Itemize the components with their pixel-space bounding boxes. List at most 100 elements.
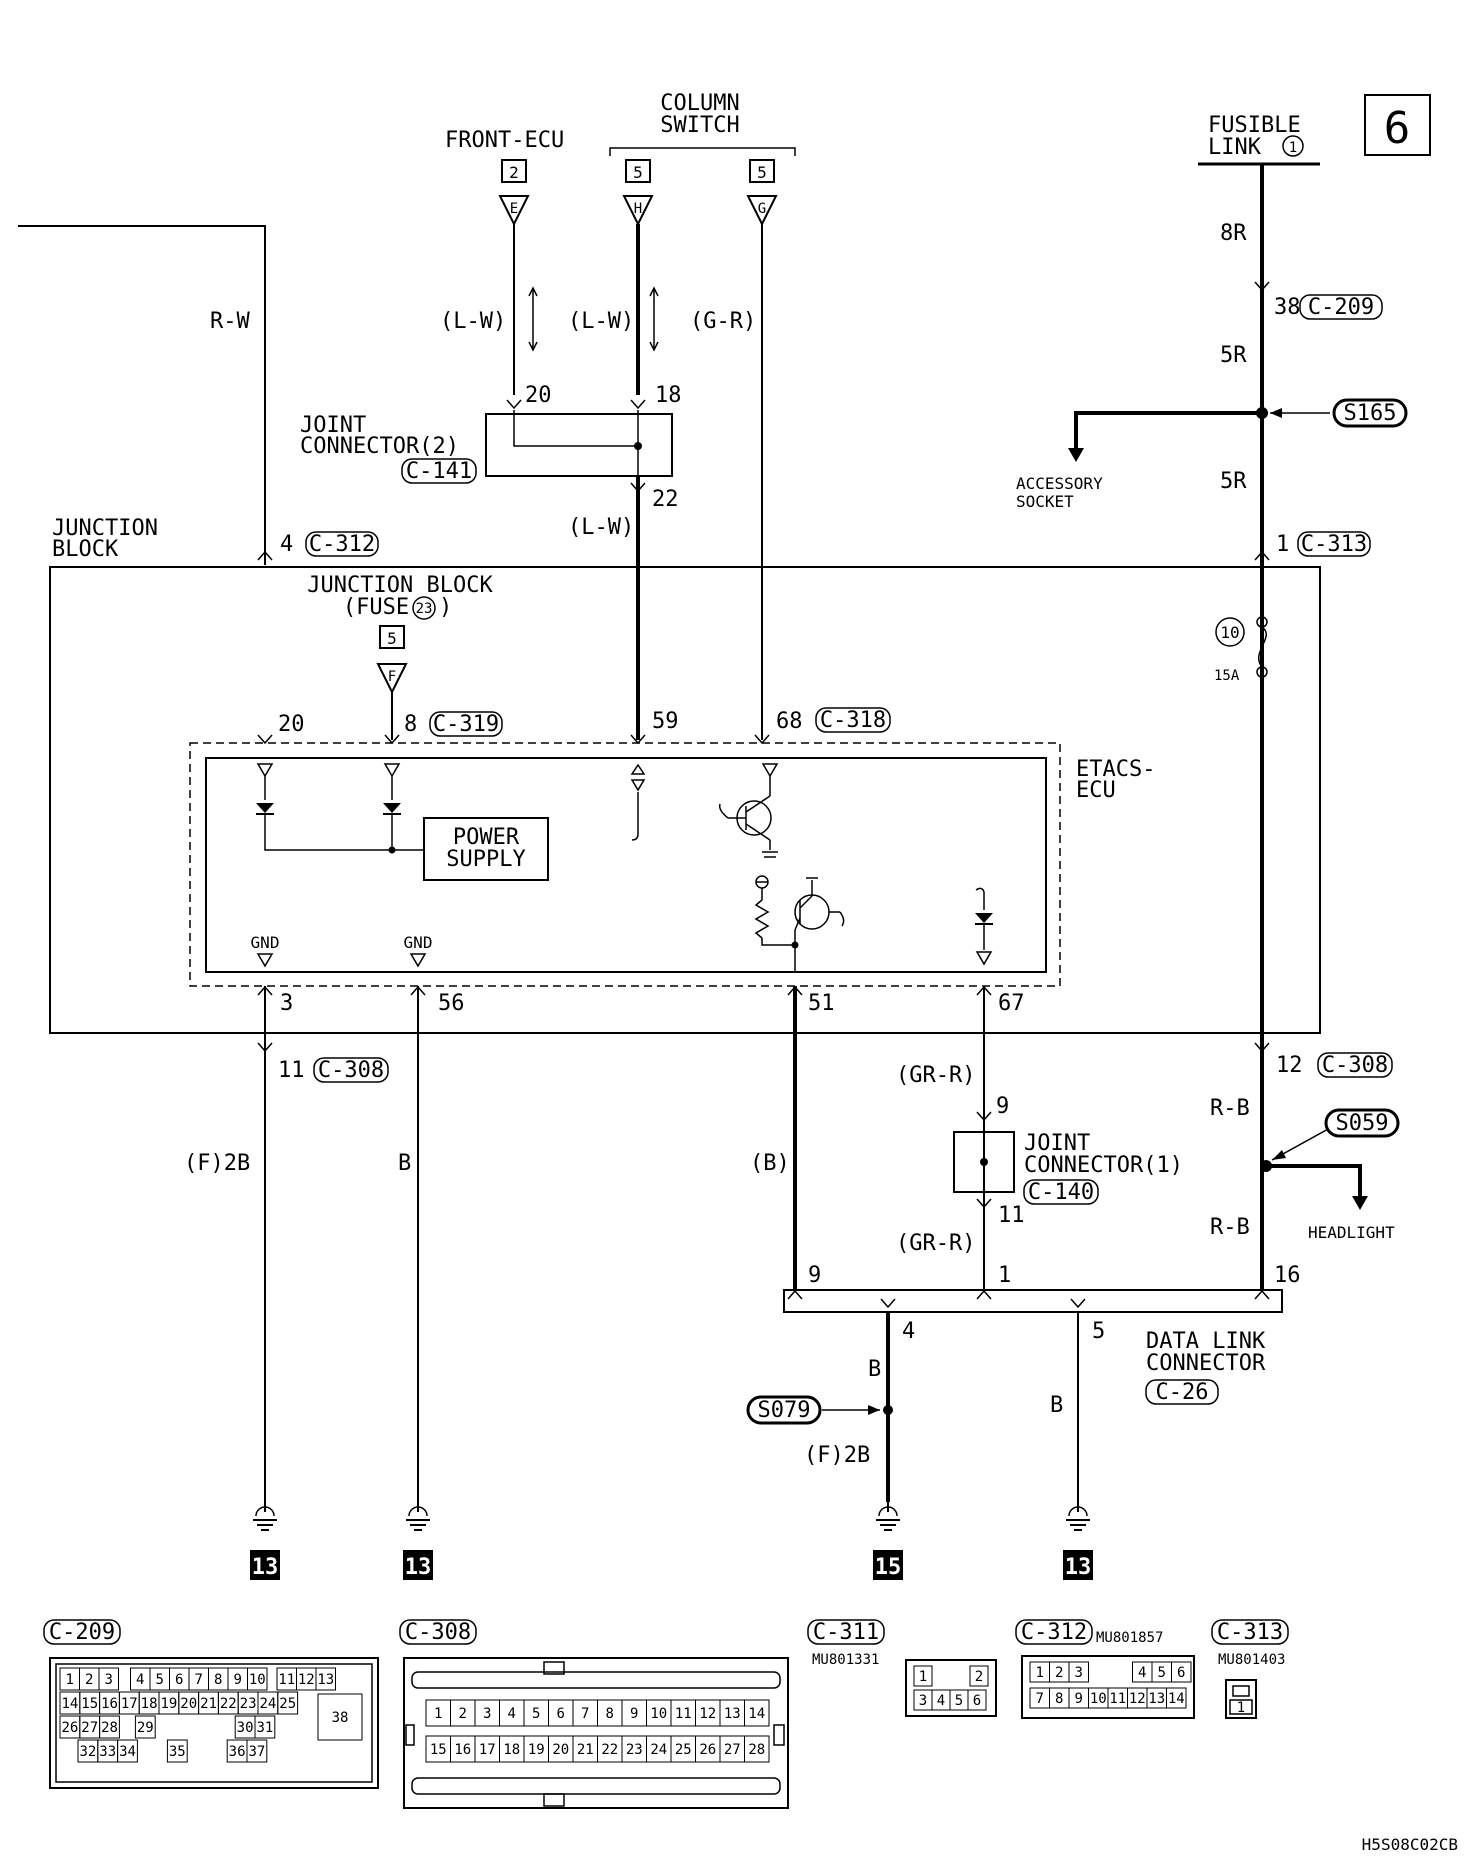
power-supply-label-2: SUPPLY <box>446 847 525 872</box>
pin-cell <box>969 1665 989 1687</box>
gnd-label-2: GND <box>404 933 433 952</box>
column-switch-source: COLUMN SWITCH 5 H (L-W) 5 G (G-R) <box>568 91 796 740</box>
pin-cell <box>744 1699 770 1727</box>
etacs-pin-8: 8 <box>404 712 417 737</box>
pin-number: 18 <box>503 1742 520 1758</box>
fusible-link-num: 1 <box>1289 140 1297 156</box>
ground-wire-pin-3: 3 11 C-308 (F)2B 13 <box>184 986 389 1580</box>
ground-ref-13b: 13 <box>403 1550 433 1580</box>
pin-number: 5 <box>156 1672 164 1688</box>
pin-cell <box>1171 1661 1192 1683</box>
fusible-link-conn: C-209 <box>1308 295 1374 320</box>
fuse-10-num: 10 <box>1220 623 1239 642</box>
c311-name: C-311 <box>813 1620 879 1645</box>
dlc-pin-1: 1 <box>998 1263 1011 1288</box>
pin-number: 11 <box>278 1672 295 1688</box>
pin-cell <box>254 1715 276 1739</box>
wire-pin-12-308: 12 C-308 R-B HEADLIGHT S059 R-B <box>1210 1042 1400 1242</box>
pin-number: 16 <box>454 1742 471 1758</box>
pin-number: 6 <box>1177 1665 1185 1681</box>
pin-number: 27 <box>724 1742 741 1758</box>
wire-b-dlc5: B <box>1050 1393 1063 1418</box>
pin-number: 17 <box>479 1742 496 1758</box>
wire-rb-1: R-B <box>1210 1096 1250 1121</box>
pin-number: 23 <box>626 1742 643 1758</box>
power-supply-label-1: POWER <box>453 825 520 850</box>
pin-cell <box>1068 1661 1089 1683</box>
etacs-ecu: ETACS- ECU 20 8 C-319 59 68 C-318 POWER … <box>189 707 1155 987</box>
pin-number: 4 <box>1138 1665 1146 1681</box>
wire-b-dlc4: B <box>868 1357 881 1382</box>
jb-fuse-label-1: JUNCTION BLOCK <box>307 573 493 598</box>
conn-308-right: C-308 <box>1322 1053 1388 1078</box>
pin-number: 15 <box>430 1742 447 1758</box>
jb-fuse-ref: 5 <box>387 629 397 648</box>
dlc-pin-4: 4 <box>902 1319 915 1344</box>
jc2-pin-20: 20 <box>525 383 552 408</box>
etacs-pin-56: 56 <box>438 991 465 1016</box>
accessory-label-1: ACCESSORY <box>1016 474 1103 493</box>
etacs-label-1: ETACS- <box>1076 757 1155 782</box>
pin-number: 5 <box>955 1693 963 1709</box>
c313-pin: 1 <box>1237 1700 1245 1716</box>
jb-fuse-label-2: (FUSE <box>343 595 409 620</box>
pin-number: 1 <box>1036 1665 1044 1681</box>
pin-number: 12 <box>298 1672 315 1688</box>
ground-num-15: 15 <box>875 1555 902 1580</box>
pin-number: 31 <box>256 1720 273 1736</box>
resistor-transistor-icon <box>754 875 845 972</box>
fusible-link-pin: 38 <box>1274 295 1301 320</box>
ground-ref-13a: 13 <box>250 1550 280 1580</box>
pin-cell <box>1166 1687 1187 1709</box>
wire-b-mid: (B) <box>750 1151 790 1176</box>
front-ecu-pin: E <box>510 201 518 217</box>
pin-cell <box>99 1715 120 1739</box>
column-switch-ref-g: 5 <box>757 163 767 182</box>
wire-label-r-w: R-W <box>210 309 250 334</box>
pin-number: 1 <box>919 1669 927 1685</box>
pin-number: 14 <box>748 1706 765 1722</box>
splice-s165: S165 <box>1344 401 1397 426</box>
pin-number: 27 <box>81 1720 98 1736</box>
pin-number: 8 <box>214 1672 222 1688</box>
pin-cell <box>117 1739 138 1763</box>
junction-block: JUNCTION BLOCK 4 C-312 1 C-313 JUNCTION … <box>49 516 1371 1034</box>
etacs-pin-67: 67 <box>998 991 1025 1016</box>
pin-number: 6 <box>175 1672 183 1688</box>
c313-name: C-313 <box>1217 1620 1283 1645</box>
pin-number: 20 <box>180 1696 197 1712</box>
pin-number: 7 <box>581 1706 589 1722</box>
dlc-pin-16: 16 <box>1274 1263 1301 1288</box>
pin-cell <box>967 1689 987 1711</box>
fusible-link-wire-low: 5R <box>1220 469 1247 494</box>
pin-cell <box>277 1691 299 1715</box>
jc2-wire-out: (L-W) <box>568 515 634 540</box>
pin-number: 25 <box>675 1742 692 1758</box>
jb-fuse-paren: ) <box>439 595 452 620</box>
pin-number: 10 <box>1090 1691 1107 1707</box>
pin-number: 7 <box>1036 1691 1044 1707</box>
pin-number: 24 <box>650 1742 667 1758</box>
jc2-pin-18: 18 <box>655 383 682 408</box>
pin-number: 11 <box>1109 1691 1126 1707</box>
etacs-conn-68: C-318 <box>820 708 886 733</box>
pin-number: 36 <box>229 1744 246 1760</box>
pin-number: 3 <box>105 1672 113 1688</box>
column-switch-wire-g: (G-R) <box>690 309 756 334</box>
etacs-pin-51: 51 <box>808 991 835 1016</box>
wire-dlc-pin-5: B 13 <box>1050 1312 1093 1580</box>
pin-number: 4 <box>136 1672 144 1688</box>
joint-connector-2: JOINT CONNECTOR(2) C-141 20 18 22 (L-W) <box>300 383 682 740</box>
front-ecu-source: FRONT-ECU 2 E (L-W) <box>440 128 564 395</box>
front-ecu-wire: (L-W) <box>440 309 506 334</box>
wire-pin-67: 67 (GR-R) 9 JOINT CONNECTOR(1) C-140 11 … <box>896 986 1183 1290</box>
etacs-pin-3: 3 <box>280 991 293 1016</box>
pin-number: 14 <box>61 1696 78 1712</box>
pin-number: 12 <box>699 1706 716 1722</box>
pin-number: 25 <box>279 1696 296 1712</box>
ground-wire-pin-56: 56 B 13 <box>398 986 465 1580</box>
